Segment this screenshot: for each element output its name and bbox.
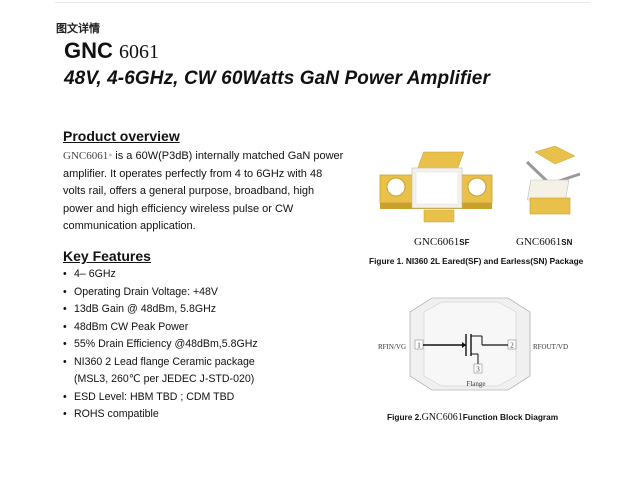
package-sf-suffix: SF [459, 238, 470, 247]
feature-item: 48dBm CW Peak Power [63, 319, 258, 337]
product-title-bold: GNC [64, 38, 113, 63]
product-title: GNC 6061 [64, 38, 159, 64]
features-heading: Key Features [63, 248, 151, 264]
overview-paragraph: GNC6061* is a 60W(P3dB) internally match… [63, 148, 345, 236]
feature-item: Operating Drain Voltage: +48V [63, 284, 258, 302]
product-title-number: 6061 [119, 41, 160, 63]
product-subtitle: 48V, 4-6GHz, CW 60Watts GaN Power Amplif… [64, 68, 490, 89]
section-tag: 图文详情 [56, 23, 100, 35]
package-sf-part: GNC6061 [414, 236, 460, 248]
feature-item-continuation: (MSL3, 260℃ per JEDEC J-STD-020) [74, 373, 255, 385]
figure2-caption: Figure 2.GNC6061Function Block Diagram [387, 412, 558, 423]
figure2-caption-prefix: Figure 2. [387, 412, 422, 422]
overview-part-ref: GNC6061 [63, 150, 109, 162]
package-sf-image [379, 151, 493, 223]
feature-item: ESD Level: HBM TBD ; CDM TBD [63, 389, 258, 407]
package-sn-label: GNC6061SN [516, 236, 572, 248]
flange-label: Flange [466, 380, 485, 388]
figure2-caption-suffix: Function Block Diagram [462, 412, 559, 422]
pin2-label: RFOUT/VD [533, 343, 568, 351]
package-sf-label: GNC6061SF [414, 236, 469, 248]
function-block-diagram: 1 2 3 RFIN/VG RFOUT/VD Flange [378, 297, 568, 391]
feature-item: 13dB Gain @ 48dBm, 5.8GHz [63, 301, 258, 319]
feature-item: NI360 2 Lead flange Ceramic package [63, 354, 258, 372]
pin1-label: RFIN/VG [378, 343, 406, 351]
pin2-number: 2 [510, 342, 514, 350]
package-sn-image [525, 145, 581, 215]
package-sn-part: GNC6061 [516, 236, 562, 248]
feature-item: 4– 6GHz [63, 266, 258, 284]
pin3-number: 3 [476, 366, 480, 374]
figure2-caption-part: GNC6061 [421, 412, 463, 423]
overview-text: is a 60W(P3dB) internally matched GaN po… [63, 150, 344, 232]
package-images [379, 145, 581, 223]
package-sn-suffix: SN [561, 238, 573, 247]
features-list: 4– 6GHz Operating Drain Voltage: +48V 13… [63, 266, 258, 424]
overview-heading: Product overview [63, 128, 180, 144]
top-rule [55, 2, 590, 3]
feature-item: ROHS compatible [63, 406, 258, 424]
figure1-caption: Figure 1. NI360 2L Eared(SF) and Earless… [369, 256, 584, 266]
overview-part-mark: * [108, 152, 113, 161]
pin3-box [473, 363, 483, 374]
pin1-number: 1 [417, 342, 421, 350]
feature-item: 55% Drain Efficiency @48dBm,5.8GHz [63, 336, 258, 354]
